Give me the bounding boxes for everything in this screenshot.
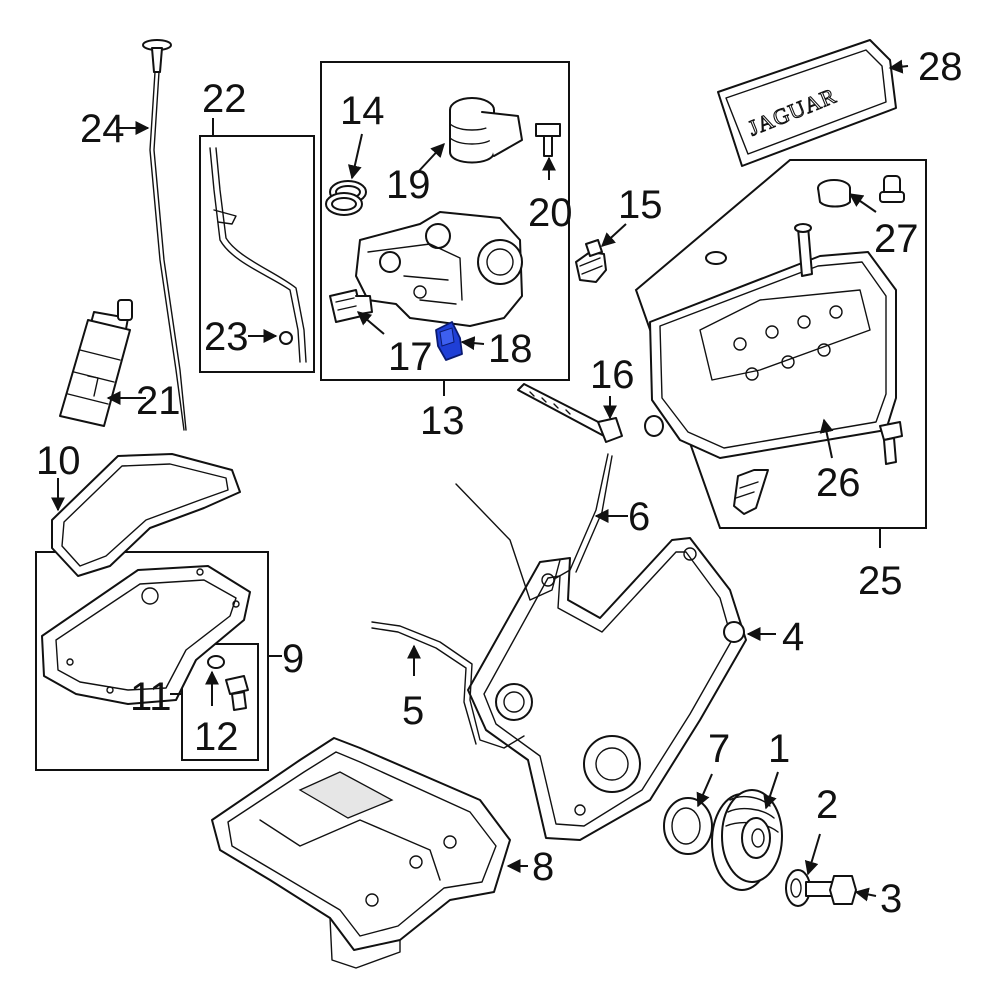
thermostat <box>449 97 523 164</box>
callout-9: 9 <box>282 637 304 681</box>
callout-13: 13 <box>420 399 465 443</box>
callout-3: 3 <box>880 877 902 921</box>
valve-cover <box>644 223 897 459</box>
dipstick-tube <box>209 147 307 363</box>
callout-7: 7 <box>708 727 730 771</box>
callout-24: 24 <box>80 107 125 151</box>
callout-2: 2 <box>816 783 838 827</box>
group-box-9 <box>35 551 269 771</box>
plug-15 <box>575 239 607 283</box>
callout-19: 19 <box>386 163 431 207</box>
callout-labels: 1 2 3 4 5 6 7 8 9 10 11 12 13 14 15 16 1… <box>36 45 963 921</box>
bolt-20 <box>535 123 561 157</box>
drain-plug <box>207 655 249 711</box>
spark-plug <box>733 421 903 515</box>
callout-28: 28 <box>918 45 963 89</box>
callout-4: 4 <box>782 615 804 659</box>
callout-15: 15 <box>618 183 663 227</box>
crankshaft-seal <box>663 797 713 855</box>
callout-27: 27 <box>874 217 919 261</box>
highlighted-sensor-18 <box>435 321 463 361</box>
oil-filter <box>59 299 133 427</box>
callout-25: 25 <box>858 559 903 603</box>
callout-14: 14 <box>340 89 385 133</box>
callout-23: 23 <box>204 315 249 359</box>
callout-10: 10 <box>36 439 81 483</box>
crankshaft-pulley <box>711 789 783 891</box>
group-box-22 <box>199 135 315 373</box>
timing-cover <box>467 537 747 841</box>
callout-20: 20 <box>528 191 573 235</box>
callout-11: 11 <box>130 675 172 719</box>
callout-5: 5 <box>402 689 424 733</box>
crank-bolt <box>785 869 857 907</box>
callout-12: 12 <box>194 715 239 759</box>
callout-16: 16 <box>590 353 635 397</box>
leader-lines <box>51 59 909 902</box>
callout-22: 22 <box>202 77 247 121</box>
callout-17: 17 <box>388 335 433 379</box>
callout-1: 1 <box>768 727 790 771</box>
group-box-25 <box>634 159 927 529</box>
callout-8: 8 <box>532 845 554 889</box>
engine-cover: JAGUAR <box>717 39 897 167</box>
group-box-11 <box>181 643 259 761</box>
oil-filler-cap <box>817 175 905 208</box>
water-outlet-housing <box>355 211 523 327</box>
dipstick <box>142 39 187 431</box>
lower-oil-pan <box>41 565 251 705</box>
upper-oil-pan <box>211 737 511 969</box>
long-bolt <box>517 383 623 443</box>
callout-6: 6 <box>628 495 650 539</box>
callout-21: 21 <box>136 379 181 423</box>
temperature-sensor <box>329 289 373 323</box>
callout-18: 18 <box>488 327 533 371</box>
o-ring-seals <box>325 180 367 216</box>
callout-26: 26 <box>816 461 861 505</box>
oil-pan-gasket <box>51 453 241 577</box>
